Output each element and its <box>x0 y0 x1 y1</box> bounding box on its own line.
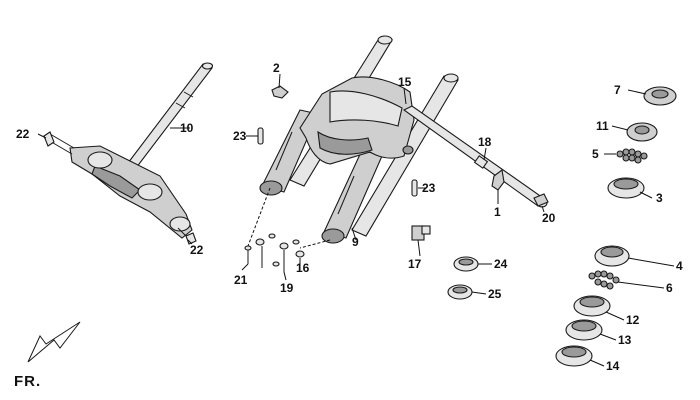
callout-13: 13 <box>618 333 632 347</box>
callout-3: 3 <box>656 191 663 205</box>
fork-leg-left-bottom <box>259 180 283 196</box>
front-direction-indicator: FR. <box>14 321 81 390</box>
ball-race-6 <box>588 270 620 290</box>
callout-19: 19 <box>280 281 294 295</box>
ball-race-5 <box>616 148 648 164</box>
callout-25: 25 <box>488 287 502 301</box>
bolt-22-left-head <box>43 131 55 147</box>
fork-cover-top-face <box>329 90 403 127</box>
callout-23-right: 23 <box>422 181 436 195</box>
steering-stem-tube <box>127 63 213 169</box>
clamp-boss-right <box>169 216 191 232</box>
callout-15: 15 <box>398 75 412 89</box>
front-label: FR. <box>14 373 41 390</box>
pin-23-right <box>411 179 418 197</box>
steering-stem-top <box>201 62 214 70</box>
callout-5: 5 <box>592 147 599 161</box>
callout-22-bottom: 22 <box>190 243 204 257</box>
callout-7: 7 <box>614 83 621 97</box>
guide-tab <box>421 225 431 235</box>
callout-1: 1 <box>494 205 501 219</box>
callout-2: 2 <box>273 61 280 75</box>
seals <box>447 256 479 300</box>
callout-4: 4 <box>676 259 683 273</box>
clamp-shadow <box>91 165 141 199</box>
fork-cover-shadow <box>317 130 373 155</box>
leader-lines <box>37 73 675 367</box>
fork-tube-right-top <box>443 73 459 83</box>
callout-9: 9 <box>352 235 359 249</box>
collar-18 <box>473 155 489 169</box>
front-arrow-icon <box>27 321 81 363</box>
callout-20: 20 <box>542 211 556 225</box>
callout-10: 10 <box>180 121 194 135</box>
pin-23-left <box>257 127 264 145</box>
callout-14: 14 <box>606 359 620 373</box>
callout-12: 12 <box>626 313 640 327</box>
clip-1 <box>491 169 505 191</box>
fork-leg-right-bottom <box>321 228 345 244</box>
callout-11: 11 <box>596 119 609 133</box>
cable-guide-17 <box>411 225 431 241</box>
callout-6: 6 <box>666 281 673 295</box>
callout-24: 24 <box>494 257 508 271</box>
fork-tube-left-top <box>377 35 393 45</box>
callout-16: 16 <box>296 261 310 275</box>
nut-2 <box>271 85 289 99</box>
nut-20 <box>533 193 549 207</box>
clamp-boss-left <box>87 151 113 169</box>
bolt-22-right-head <box>185 232 197 245</box>
front-fork-assembly <box>244 35 549 272</box>
clamp-boss-center <box>137 183 163 201</box>
callout-18: 18 <box>478 135 492 149</box>
callout-21: 21 <box>234 273 248 287</box>
bottom-bolts <box>244 187 331 272</box>
callout-labels: 10 22 22 2 15 23 18 23 1 20 9 17 21 19 1… <box>16 61 683 373</box>
callout-23-left: 23 <box>233 129 247 143</box>
steering-stem-assembly <box>43 62 214 245</box>
bearing-stack <box>555 86 677 367</box>
callout-17: 17 <box>408 257 422 271</box>
callout-22-top: 22 <box>16 127 30 141</box>
